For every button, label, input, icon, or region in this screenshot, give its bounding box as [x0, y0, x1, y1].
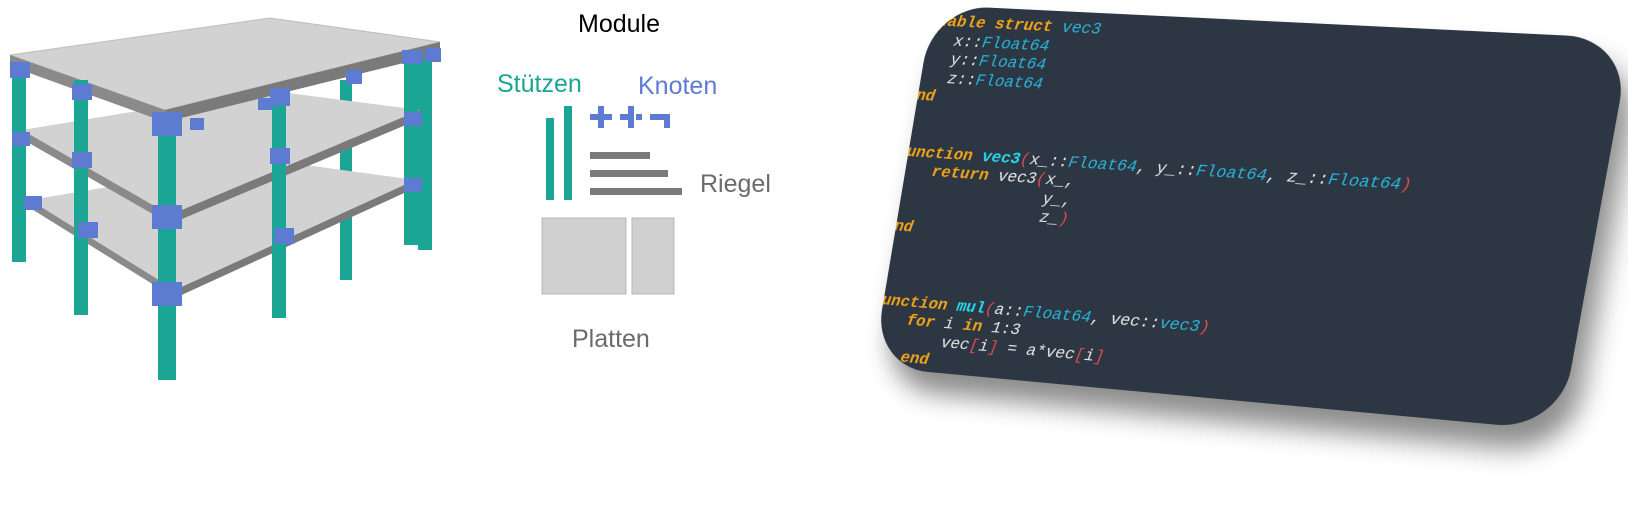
code-token: in: [961, 317, 994, 338]
code-token: vec3: [996, 168, 1038, 189]
column: [158, 115, 176, 380]
code-token: vec3: [1158, 314, 1202, 337]
code-token: end: [905, 86, 937, 107]
node-swatch: [590, 106, 670, 128]
code-token: , y_::: [1135, 158, 1198, 181]
beam-swatch: [590, 152, 682, 195]
code-token: a::: [993, 300, 1025, 322]
code-token: ): [1399, 175, 1414, 196]
column: [12, 62, 26, 262]
column-swatch: [546, 106, 572, 200]
code-token: Float64: [974, 71, 1045, 94]
code-token: Float64: [1326, 170, 1403, 195]
legend-label-beams: Riegel: [700, 170, 771, 198]
code-card: mutable struct vec3 x::Float64 y::Float6…: [872, 4, 1628, 431]
code-token: 1:3: [989, 319, 1022, 341]
code-token: end: [872, 364, 890, 385]
joints: [10, 48, 441, 306]
code-panel: mutable struct vec3 x::Float64 y::Float6…: [872, 4, 1628, 440]
code-token: x_,: [1044, 171, 1077, 192]
column: [74, 80, 88, 315]
code-token: Float64: [1194, 161, 1269, 186]
back-columns: [340, 55, 432, 280]
slab-level-2: [22, 90, 420, 224]
code-token: vec3: [1060, 19, 1103, 40]
front-columns: [12, 50, 418, 380]
code-token: ): [1197, 317, 1212, 338]
code-token: ]: [1092, 347, 1106, 367]
code-token: , z_::: [1265, 166, 1330, 190]
column: [404, 50, 418, 245]
legend-title: Module: [578, 10, 660, 38]
code-token: ): [1057, 210, 1070, 230]
legend-label-columns: Stützen: [497, 70, 582, 98]
code-token: end: [883, 216, 915, 237]
building-frame-illustration: [9, 17, 441, 380]
code-token: x_::: [1028, 151, 1070, 173]
legend-label-nodes: Knoten: [638, 72, 718, 100]
legend-swatches: [541, 106, 682, 295]
code-listing: mutable struct vec3 x::Float64 y::Float6…: [872, 12, 1437, 431]
column: [418, 55, 432, 250]
code-token: Float64: [1066, 153, 1139, 177]
code-token: vec3: [980, 147, 1022, 169]
code-token: mul: [955, 297, 987, 319]
legend-label-slabs: Platten: [572, 325, 650, 353]
slab-swatch: [541, 217, 675, 295]
column: [272, 88, 286, 318]
